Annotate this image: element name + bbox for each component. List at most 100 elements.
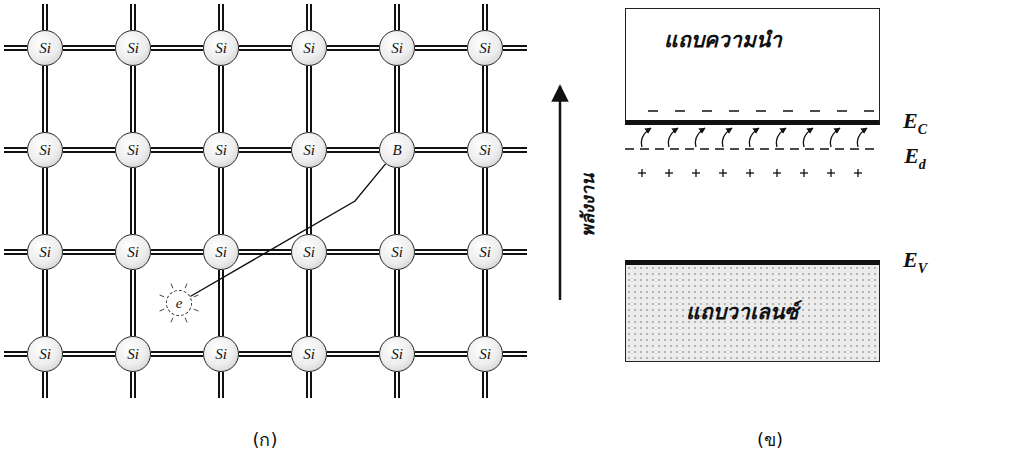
covalent-bond: [327, 150, 379, 151]
energy-level-label: EV: [903, 248, 927, 276]
silicon-atom: Si: [291, 30, 327, 66]
covalent-bond: [63, 45, 115, 51]
node-text: Si: [215, 142, 227, 159]
covalent-bond: [132, 66, 134, 132]
silicon-atom: Si: [379, 336, 415, 372]
bond-stub: [4, 351, 27, 357]
bond-stub: [503, 149, 527, 151]
covalent-bond: [221, 270, 222, 336]
covalent-bond: [133, 270, 134, 336]
covalent-bond: [306, 66, 312, 132]
covalent-bond: [44, 66, 46, 132]
covalent-bond: [327, 48, 379, 49]
electron-ray: [160, 309, 165, 311]
node-text: Si: [127, 346, 139, 363]
free-electron: e: [166, 290, 192, 316]
covalent-bond: [239, 150, 291, 151]
electron-minus: [675, 110, 685, 112]
covalent-bond: [394, 66, 400, 132]
electron-ray: [171, 318, 173, 323]
bond-stub: [503, 249, 527, 255]
bond-stub: [396, 372, 398, 398]
covalent-bond: [327, 47, 379, 49]
bond-stub: [306, 4, 312, 30]
covalent-bond: [151, 249, 203, 255]
node-text: B: [392, 142, 401, 159]
node-text: Si: [215, 40, 227, 57]
covalent-bond: [220, 66, 222, 132]
bond-stub: [503, 353, 527, 355]
electron-ray: [171, 284, 173, 289]
covalent-bond: [308, 168, 310, 234]
bond-stub: [396, 4, 398, 30]
donor-plus: [668, 169, 669, 177]
sub-caption: (ก): [252, 430, 277, 450]
silicon-atom: Si: [203, 234, 239, 270]
electron-ray: [185, 284, 187, 289]
silicon-atom: Si: [115, 30, 151, 66]
bond-stub: [503, 47, 527, 49]
covalent-bond: [415, 149, 467, 151]
covalent-bond: [397, 270, 398, 336]
covalent-bond: [151, 47, 203, 49]
covalent-bond: [415, 48, 467, 49]
covalent-bond: [394, 270, 400, 336]
node-text: Si: [303, 40, 315, 57]
excitation-arrow: [857, 128, 867, 147]
covalent-bond: [63, 149, 115, 151]
covalent-bond: [63, 147, 115, 153]
covalent-bond: [132, 168, 134, 234]
covalent-bond: [221, 66, 222, 132]
covalent-bond: [484, 168, 486, 234]
electron-ray: [185, 318, 187, 323]
bond-stub: [4, 45, 27, 51]
silicon-atom: Si: [203, 132, 239, 168]
covalent-bond: [63, 47, 115, 49]
excitation-arrow: [722, 128, 732, 147]
node-text: Si: [391, 244, 403, 261]
bond-stub: [4, 249, 27, 255]
covalent-bond: [484, 270, 486, 336]
bond-stub: [132, 4, 134, 30]
covalent-bond: [239, 353, 291, 355]
node-text: Si: [127, 40, 139, 57]
covalent-bond: [485, 270, 486, 336]
covalent-bond: [151, 149, 203, 151]
covalent-bond: [482, 66, 488, 132]
covalent-bond: [220, 270, 222, 336]
bond-stub: [220, 372, 222, 398]
node-text: Si: [303, 346, 315, 363]
silicon-atom: Si: [27, 234, 63, 270]
covalent-bond: [45, 270, 46, 336]
valence-band: แถบวาเลนซ์: [625, 260, 880, 362]
bond-stub: [130, 4, 136, 30]
covalent-bond: [308, 270, 310, 336]
silicon-atom: Si: [291, 336, 327, 372]
axis-label: พลังงาน: [578, 174, 598, 237]
covalent-bond: [485, 168, 486, 234]
covalent-bond: [133, 66, 134, 132]
silicon-atom: Si: [203, 336, 239, 372]
bond-stub: [482, 372, 488, 398]
silicon-atom: Si: [27, 30, 63, 66]
node-text: e: [176, 295, 183, 312]
electron-minus: [756, 110, 766, 112]
bond-stub: [130, 372, 136, 398]
node-text: Si: [479, 40, 491, 57]
electron-minus: [648, 110, 658, 112]
covalent-bond: [327, 149, 379, 151]
donor-plus: [857, 169, 858, 177]
silicon-atom: Si: [467, 336, 503, 372]
donor-plus: [830, 169, 831, 177]
covalent-bond: [42, 168, 48, 234]
covalent-bond: [327, 354, 379, 355]
covalent-bond: [306, 270, 312, 336]
covalent-bond: [415, 45, 467, 51]
bond-stub: [4, 353, 27, 355]
covalent-bond: [327, 252, 379, 253]
covalent-bond: [151, 354, 203, 355]
covalent-bond: [482, 168, 488, 234]
bond-stub: [503, 45, 527, 51]
covalent-bond: [63, 351, 115, 357]
covalent-bond: [151, 48, 203, 49]
